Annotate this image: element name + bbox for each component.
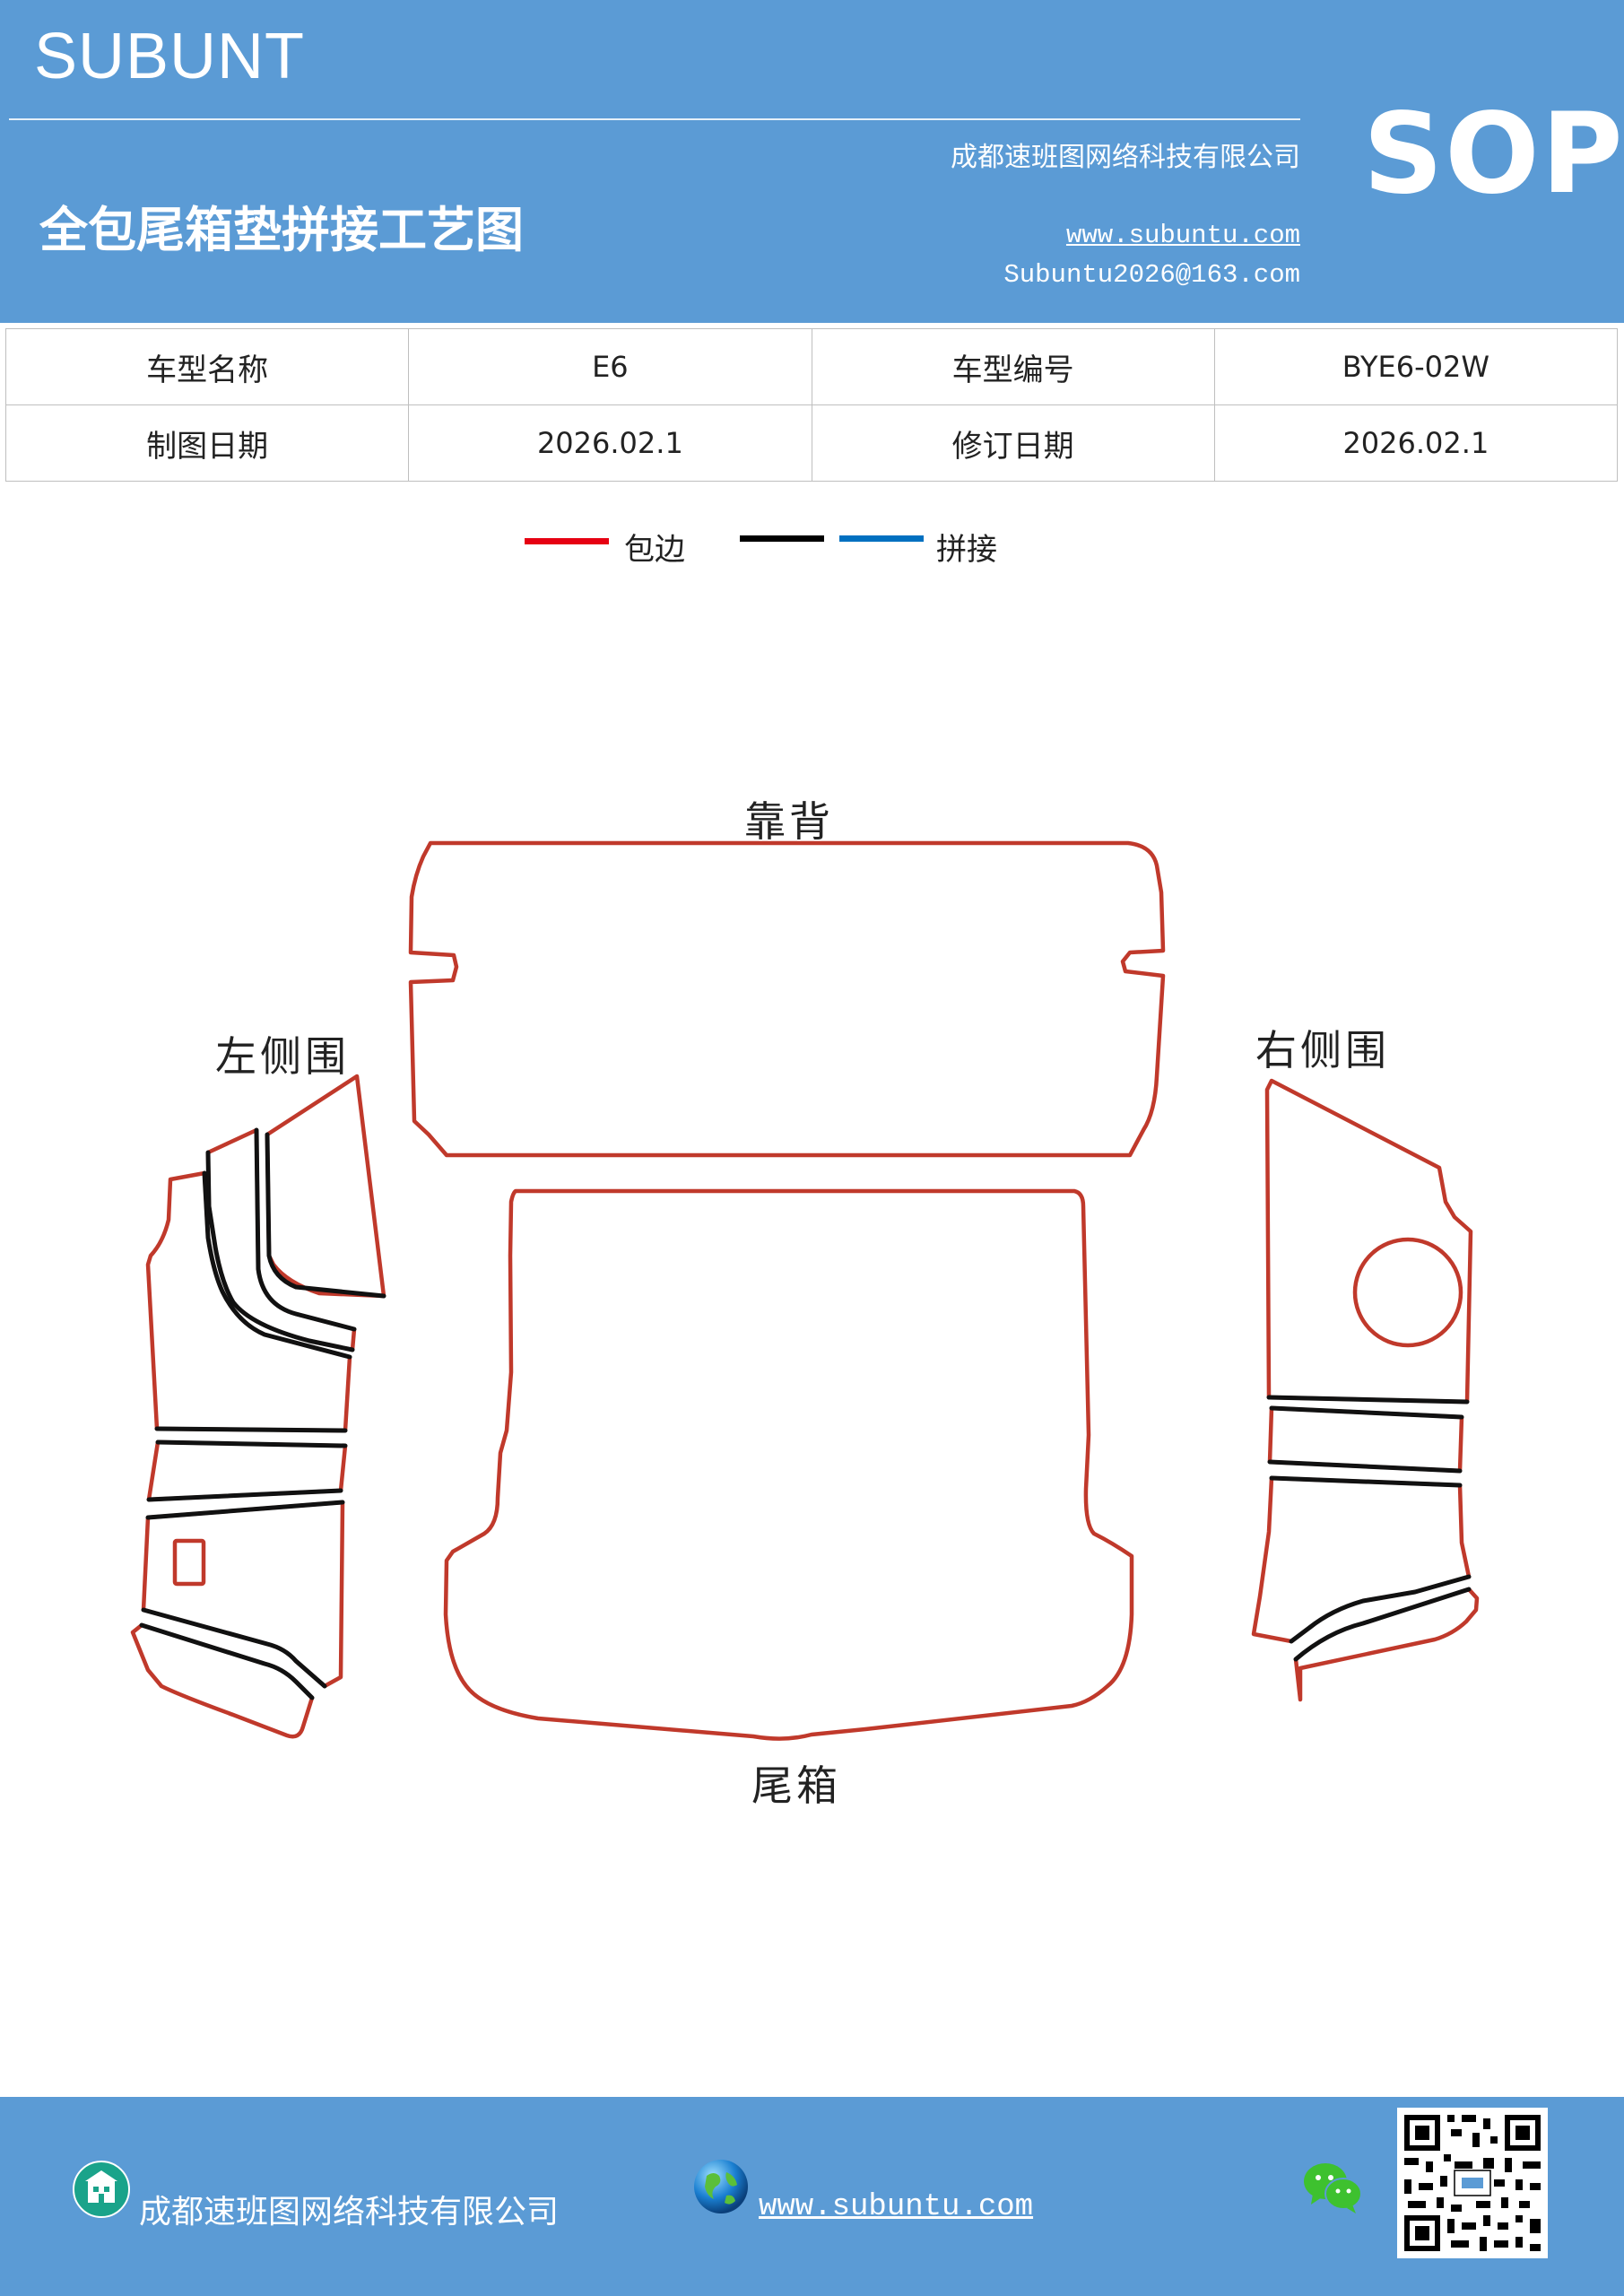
drawing-date-value: 2026.02.1 <box>408 404 812 482</box>
seam-line <box>1269 1475 1463 1488</box>
model-code-label: 车型编号 <box>811 328 1215 405</box>
seam-line <box>141 1607 327 1689</box>
brand-logo-text: SUBUNT <box>34 21 306 92</box>
globe-icon <box>694 2160 748 2213</box>
left-side-panel-upper <box>265 1074 386 1299</box>
seam-line <box>139 1622 315 1700</box>
header-website-link[interactable]: www.subuntu.com <box>1065 221 1300 250</box>
revision-date-label: 修订日期 <box>811 404 1215 482</box>
seam-line <box>1266 1395 1470 1405</box>
header-company-name: 成都速班图网络科技有限公司 <box>951 142 1300 173</box>
backrest-piece <box>408 840 1166 1158</box>
right-side-label: 右侧围 <box>1255 1026 1390 1074</box>
seam-line <box>205 1150 355 1352</box>
right-side-panel-upper <box>1264 1078 1473 1405</box>
left-side-cutout <box>172 1538 206 1587</box>
sop-badge: SOP <box>1363 90 1624 219</box>
model-code-value: BYE6-02W <box>1213 328 1619 405</box>
header-email: Subuntu2026@163.com <box>1003 260 1300 290</box>
trunk-floor-piece <box>443 1188 1134 1741</box>
seam-line <box>254 1127 357 1332</box>
left-side-panel-bottom <box>130 1622 315 1739</box>
vehicle-info-table: 车型名称 E6 车型编号 BYE6-02W 制图日期 2026.02.1 修订日… <box>4 328 1619 482</box>
seam-line <box>1289 1574 1472 1644</box>
document-title: 全包尾箱垫拼接工艺图 <box>39 201 524 258</box>
trunk-label: 尾箱 <box>751 1761 841 1810</box>
seam-line <box>155 1439 348 1448</box>
right-side-circle-cutout <box>1352 1237 1463 1348</box>
model-name-value: E6 <box>408 328 812 405</box>
left-side-label: 左侧围 <box>215 1032 350 1081</box>
seam-line <box>265 1132 386 1299</box>
seam-line <box>146 1488 343 1502</box>
header-divider <box>9 118 1300 120</box>
table-row: 车型名称 E6 车型编号 BYE6-02W <box>4 328 1619 405</box>
model-name-label: 车型名称 <box>4 328 410 405</box>
footer-website-link[interactable]: www.subuntu.com <box>759 2190 1034 2224</box>
left-side-panel-front <box>145 1170 352 1433</box>
legend-seam-label: 拼接 <box>936 532 997 568</box>
seam-line <box>1293 1587 1472 1662</box>
seam-line <box>1269 1405 1464 1420</box>
right-side-panel-lower <box>1293 1587 1480 1702</box>
building-icon <box>73 2161 130 2218</box>
seam-line <box>154 1426 348 1433</box>
wechat-icon <box>1304 2163 1362 2213</box>
qr-code[interactable] <box>1397 2108 1548 2258</box>
seam-line <box>1267 1459 1463 1474</box>
footer-company-name: 成都速班图网络科技有限公司 <box>139 2194 560 2231</box>
drawing-date-label: 制图日期 <box>4 404 410 482</box>
seam-line <box>202 1170 352 1360</box>
seam-line <box>145 1500 345 1520</box>
backrest-label: 靠背 <box>744 797 834 846</box>
revision-date-value: 2026.02.1 <box>1213 404 1619 482</box>
legend-seam-black-swatch <box>740 535 824 542</box>
legend-edge-label: 包边 <box>624 532 685 568</box>
left-side-panel-mid <box>205 1127 357 1352</box>
legend-seam-blue-swatch <box>839 535 924 542</box>
right-side-panel-mid <box>1251 1475 1472 1644</box>
legend-edge-swatch <box>525 538 609 544</box>
header-banner <box>0 0 1624 323</box>
table-row: 制图日期 2026.02.1 修订日期 2026.02.1 <box>4 404 1619 482</box>
